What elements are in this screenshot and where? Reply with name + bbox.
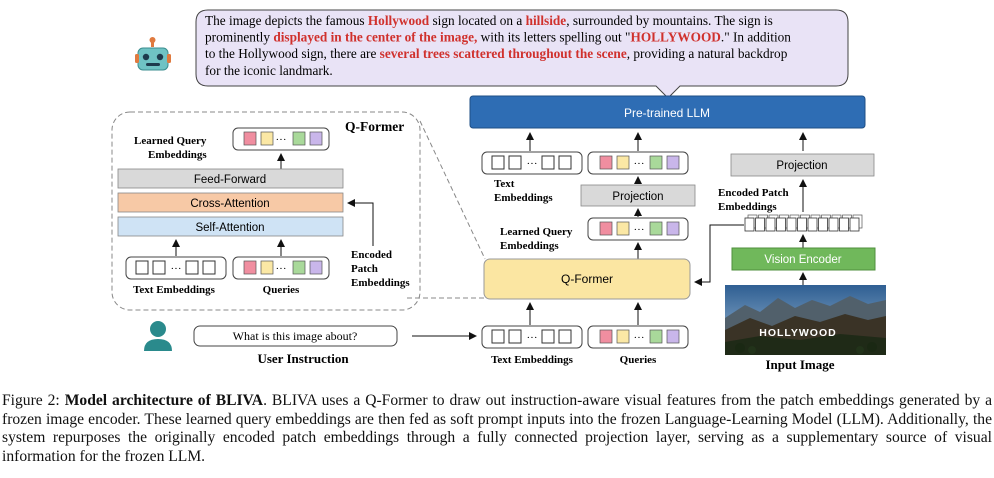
patch-token xyxy=(786,217,797,232)
patch-token xyxy=(839,217,849,232)
qformer-block-label: Q-Former xyxy=(561,272,613,286)
patch-token xyxy=(765,217,776,232)
query-projection-block xyxy=(580,184,696,207)
patch-token xyxy=(744,217,755,232)
svg-text:···: ··· xyxy=(276,134,287,146)
cross-attention-layer xyxy=(117,192,344,213)
highlighted-phrase: displayed in the center of the image, xyxy=(273,30,477,45)
response-phrase: The image depicts the famous xyxy=(205,13,368,28)
feed-forward-label: Feed-Forward xyxy=(194,174,266,186)
encoded-patch-embeddings-label-2: Embeddings xyxy=(718,201,777,213)
patch-token xyxy=(818,217,828,232)
queries-bottom-label: Queries xyxy=(620,354,657,366)
detail-learned-query-tokens: ··· xyxy=(232,127,330,151)
patch-token xyxy=(797,217,807,232)
learned-query-embeddings-label: Learned Query xyxy=(500,226,573,238)
svg-text:···: ··· xyxy=(634,224,645,236)
user-instruction-input xyxy=(193,325,398,347)
encoded-patch-embeddings-label: Encoded Patch xyxy=(718,187,789,199)
svg-text:···: ··· xyxy=(634,332,645,344)
patch-token xyxy=(776,217,786,232)
bliva-architecture-diagram: The image depicts the famous Hollywood s… xyxy=(111,9,886,372)
hollywood-photo: HOLLYWOOD xyxy=(725,285,886,355)
text-embeddings-top-label: Text xyxy=(494,178,515,190)
response-phrase: , providing a natural backdrop xyxy=(627,46,788,61)
encoded-patch-label: Encoded xyxy=(351,249,392,261)
qformer-input-query-tokens: ··· xyxy=(587,325,689,349)
highlighted-phrase: Hollywood xyxy=(368,13,430,28)
self-attention-layer xyxy=(117,216,344,237)
svg-text:···: ··· xyxy=(171,263,182,275)
user-icon xyxy=(144,321,172,351)
feed-forward-layer xyxy=(117,168,344,189)
vision-encoder-block xyxy=(731,247,876,271)
patch-token xyxy=(828,217,839,232)
pretrained-llm-block xyxy=(469,95,866,129)
response-phrase: , surrounded by mountains. The sign is xyxy=(566,13,773,28)
llm-response-bubble: The image depicts the famous Hollywood s… xyxy=(195,9,849,99)
qformer-input-text-tokens: ··· xyxy=(481,325,583,349)
pretrained-llm-label: Pre-trained LLM xyxy=(624,106,710,120)
encoded-patch-tokens xyxy=(744,214,863,232)
caption-body: . BLIVA uses a Q-Former to draw out inst… xyxy=(2,392,992,465)
detail-queries-label: Queries xyxy=(263,284,300,296)
svg-text:···: ··· xyxy=(527,158,538,170)
text-embeddings-bottom-label: Text Embeddings xyxy=(491,354,574,366)
text-embeddings-top-label-2: Embeddings xyxy=(494,192,553,204)
hollywood-sign-text: HOLLYWOOD xyxy=(759,327,836,339)
figure-caption: Figure 2: Model architecture of BLIVA. B… xyxy=(2,392,992,466)
llm-response-text: The image depicts the famous Hollywood s… xyxy=(205,13,791,78)
highlighted-phrase: hillside xyxy=(526,13,567,28)
patch-token xyxy=(807,217,818,232)
response-phrase: for the iconic landmark. xyxy=(205,63,333,78)
vision-projection-label: Projection xyxy=(776,160,827,172)
robot-icon xyxy=(135,37,171,71)
encoded-patch-label-3: Embeddings xyxy=(351,277,410,289)
response-phrase: prominently xyxy=(205,30,273,45)
caption-bold-title: Model architecture of BLIVA xyxy=(64,392,264,409)
learned-query-embeddings-label-2: Embeddings xyxy=(500,240,559,252)
caption-prefix: Figure 2: xyxy=(2,392,65,409)
user-instruction-label: User Instruction xyxy=(257,351,349,366)
learned-query-label-2: Embeddings xyxy=(148,149,207,161)
vision-projection-block xyxy=(730,153,875,177)
vision-encoder-label: Vision Encoder xyxy=(764,254,841,266)
detail-text-embedding-tokens: ··· xyxy=(125,256,227,280)
response-phrase: ." In addition xyxy=(721,30,791,45)
input-image-label: Input Image xyxy=(766,357,835,372)
llm-input-query-tokens: ··· xyxy=(587,151,689,175)
qformer-detail-title: Q-Former xyxy=(345,119,404,134)
response-phrase: sign located on a xyxy=(429,13,525,28)
llm-input-text-tokens: ··· xyxy=(481,151,583,175)
patch-token xyxy=(849,217,860,232)
user-instruction-text: What is this image about? xyxy=(233,329,358,343)
encoded-patch-label-2: Patch xyxy=(351,263,378,275)
highlighted-phrase: several trees scattered throughout the s… xyxy=(380,46,627,61)
svg-text:···: ··· xyxy=(527,332,538,344)
qformer-block xyxy=(483,258,691,300)
query-projection-label: Projection xyxy=(612,191,663,203)
learned-query-tokens: ··· xyxy=(587,217,689,241)
patch-token xyxy=(755,217,765,232)
zoom-line-top xyxy=(419,120,486,260)
cross-attention-label: Cross-Attention xyxy=(190,198,269,210)
detail-query-tokens: ··· xyxy=(232,256,330,280)
qformer-detail-panel xyxy=(111,111,421,311)
response-phrase: with its letters spelling out " xyxy=(477,30,630,45)
response-phrase: to the Hollywood sign, there are xyxy=(205,46,380,61)
learned-query-label: Learned Query xyxy=(134,135,207,147)
svg-text:···: ··· xyxy=(276,263,287,275)
highlighted-phrase: HOLLYWOOD xyxy=(631,30,721,45)
svg-text:···: ··· xyxy=(634,158,645,170)
self-attention-label: Self-Attention xyxy=(195,222,264,234)
detail-text-embeddings-label: Text Embeddings xyxy=(133,284,216,296)
